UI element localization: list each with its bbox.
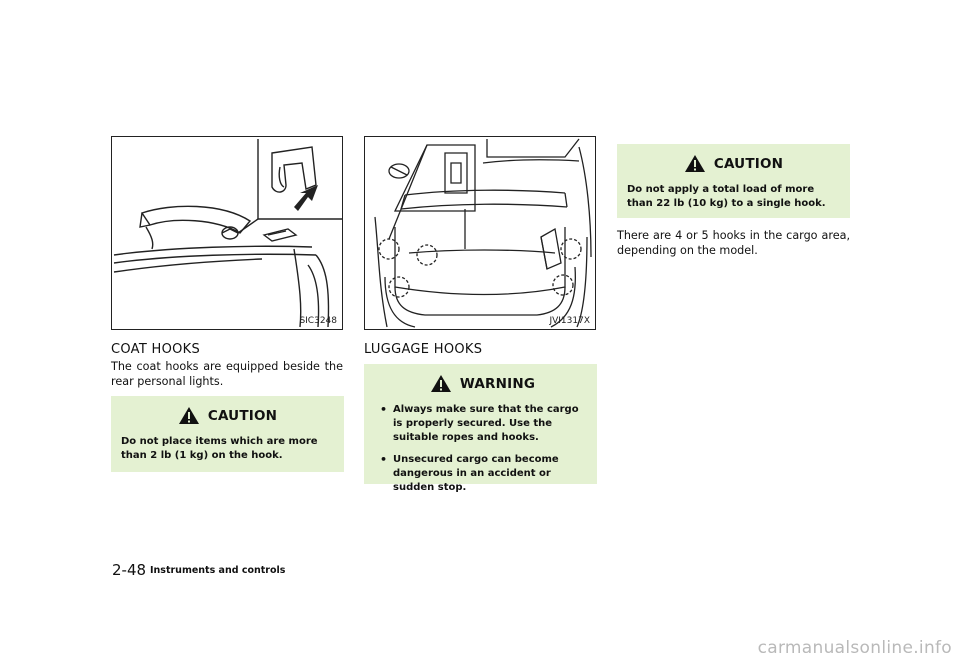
- luggage-hooks-warning-box: WARNING Always make sure that the cargo …: [364, 364, 597, 493]
- warning-title: WARNING: [459, 375, 536, 392]
- caution-text: Do not apply a total load of more than 2…: [627, 184, 826, 209]
- warning-item: Always make sure that the cargo is prope…: [378, 403, 587, 445]
- cargo-hooks-description: There are 4 or 5 hooks in the cargo area…: [617, 229, 850, 257]
- coat-hooks-description: The coat hooks are equipped beside the r…: [111, 360, 343, 388]
- luggage-hooks-heading: LUGGAGE HOOKS: [364, 342, 483, 357]
- figure-code: SIC3248: [299, 316, 337, 326]
- caution-header: CAUTION: [121, 406, 334, 425]
- caution-header: CAUTION: [627, 154, 840, 173]
- luggage-hooks-illustration: [374, 138, 592, 328]
- warning-item: Unsecured cargo can become dangerous in …: [378, 453, 587, 495]
- warning-list: Always make sure that the cargo is prope…: [378, 403, 587, 495]
- coat-hooks-caution-box: CAUTION Do not place items which are mor…: [111, 396, 344, 472]
- warning-header: WARNING: [378, 374, 587, 393]
- warning-triangle-icon: [684, 155, 705, 172]
- warning-triangle-icon: [178, 407, 199, 424]
- caution-title: CAUTION: [713, 155, 784, 172]
- figure-code: JVI1317X: [549, 316, 590, 326]
- cargo-caution-box: CAUTION Do not apply a total load of mor…: [617, 144, 850, 218]
- watermark: carmanualsonline.info: [757, 638, 952, 658]
- caution-title: CAUTION: [207, 407, 278, 424]
- coat-hook-figure: SIC3248: [111, 136, 343, 330]
- section-label: Instruments and controls: [150, 565, 286, 576]
- warning-triangle-icon: [430, 375, 451, 392]
- page-number: 2-48: [112, 561, 147, 579]
- luggage-hooks-figure: JVI1317X: [364, 136, 596, 330]
- coat-hook-illustration: [113, 139, 342, 328]
- coat-hooks-heading: COAT HOOKS: [111, 342, 201, 357]
- caution-text: Do not place items which are more than 2…: [121, 436, 318, 461]
